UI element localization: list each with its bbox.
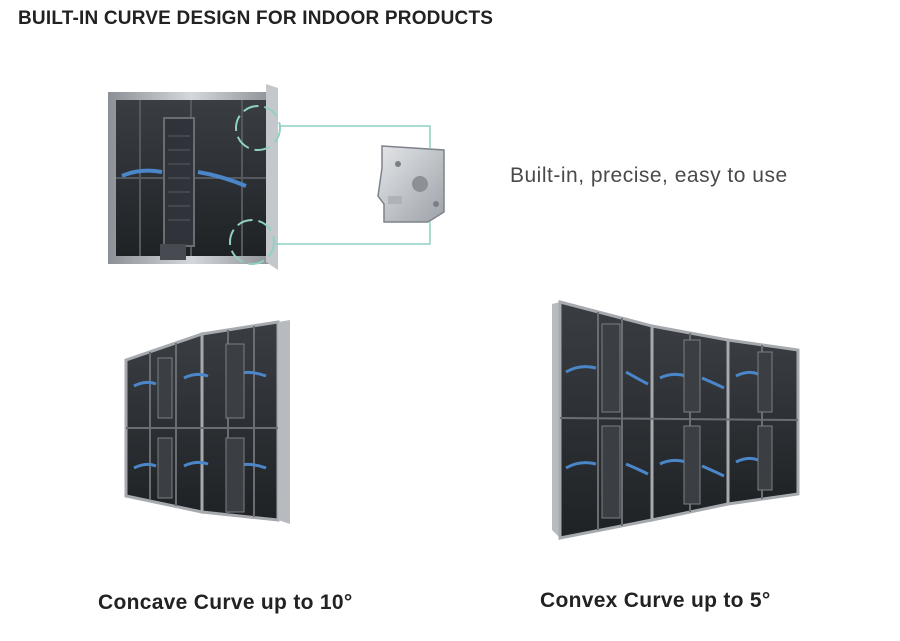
curve-lock-bracket-icon	[377, 145, 445, 223]
convex-curve-caption: Convex Curve up to 5°	[540, 589, 771, 612]
convex-cabinet-wall-icon	[552, 300, 800, 540]
bottom-lock-highlight	[229, 219, 275, 265]
led-cabinet-back-icon	[108, 84, 278, 270]
page-title: BUILT-IN CURVE DESIGN FOR INDOOR PRODUCT…	[18, 8, 494, 29]
concave-curve-caption: Concave Curve up to 10°	[98, 591, 353, 614]
feature-tagline: Built-in, precise, easy to use	[510, 164, 788, 187]
top-lock-highlight	[235, 105, 281, 151]
concave-cabinet-wall-icon	[124, 320, 290, 524]
callout-leader-lines	[274, 125, 431, 245]
